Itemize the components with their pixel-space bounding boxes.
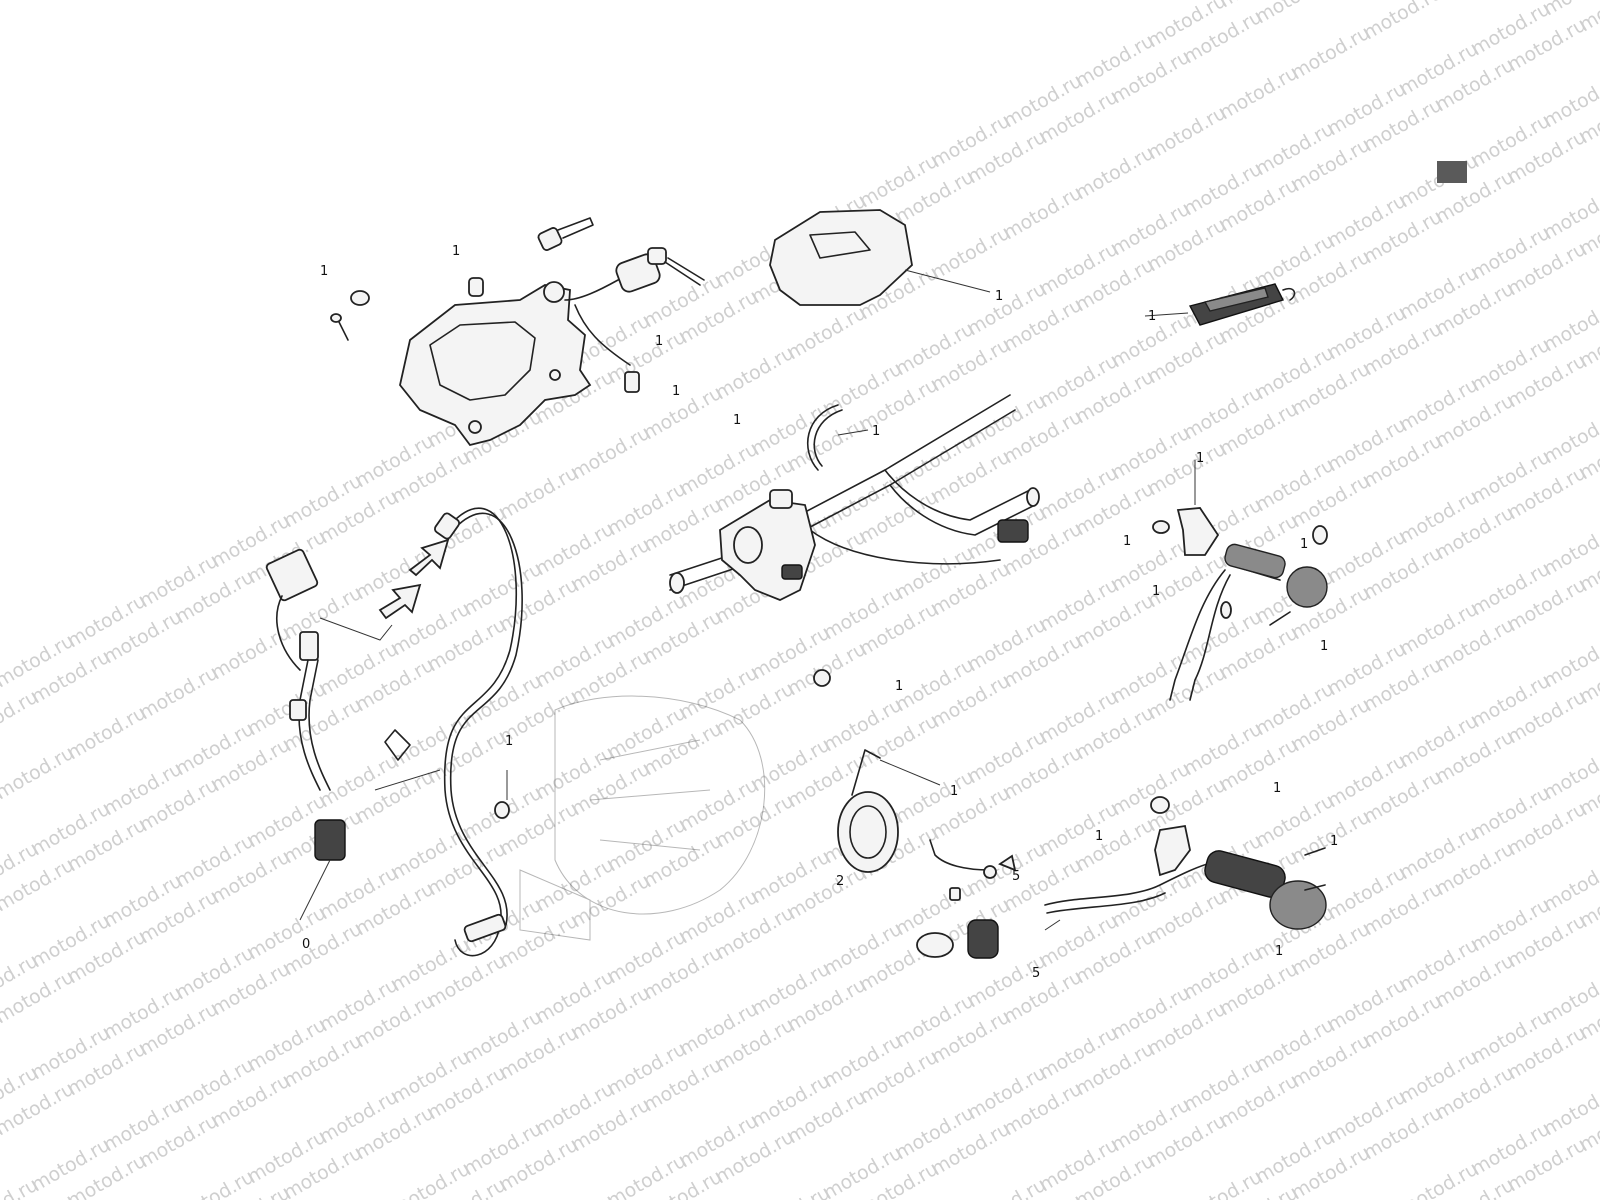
callout-label: 1 — [1123, 534, 1131, 549]
callout-label: 1 — [1095, 829, 1103, 844]
callout-label: 1 — [1300, 537, 1308, 552]
callout-label: 1 — [1196, 451, 1204, 466]
callout-label: 1 — [950, 784, 958, 799]
callout-label: 2 — [836, 874, 844, 889]
bracket-plate — [399, 281, 592, 447]
handlebar — [669, 394, 1040, 594]
horn — [813, 669, 941, 873]
callout-label: 1 — [655, 334, 663, 349]
turn-signal-upper — [1152, 460, 1328, 701]
wire-harness — [265, 548, 346, 921]
meter-cover — [769, 209, 991, 306]
callout-label: 1 — [995, 289, 1003, 304]
callout-label: 1 — [1320, 639, 1328, 654]
turn-signal-lower — [1044, 796, 1327, 931]
callout-label: 0 — [302, 937, 310, 952]
reflector-part — [1144, 283, 1296, 326]
clip-parts — [374, 729, 510, 819]
callout-label: 1 — [320, 264, 328, 279]
wire-clamp — [806, 404, 869, 471]
small-screws — [330, 277, 484, 341]
faded-engine-sketch — [519, 695, 766, 941]
callout-label: 1 — [895, 679, 903, 694]
callout-label: 5 — [1012, 869, 1020, 884]
connection-arrows — [319, 538, 450, 641]
horn-wires — [929, 839, 1017, 901]
ignition-key — [537, 217, 705, 286]
callout-labels: 1 1 1 1 1 1 1 1 1 1 1 1 1 2 5 5 1 1 1 1 … — [302, 244, 1338, 981]
handlebar-switch — [719, 489, 816, 601]
callout-label: 1 — [452, 244, 460, 259]
callout-label: 1 — [1148, 309, 1156, 324]
flasher-relay — [916, 919, 999, 959]
callout-label: 1 — [1330, 834, 1338, 849]
callout-label: 1 — [505, 734, 513, 749]
cable — [433, 507, 523, 957]
callout-label: 1 — [1275, 944, 1283, 959]
callout-label: 5 — [1032, 966, 1040, 981]
corner-tab — [1437, 161, 1467, 183]
callout-label: 1 — [872, 424, 880, 439]
callout-label: 1 — [733, 413, 741, 428]
callout-label: 1 — [672, 384, 680, 399]
callout-label: 1 — [1273, 781, 1281, 796]
callout-label: 1 — [1152, 584, 1160, 599]
